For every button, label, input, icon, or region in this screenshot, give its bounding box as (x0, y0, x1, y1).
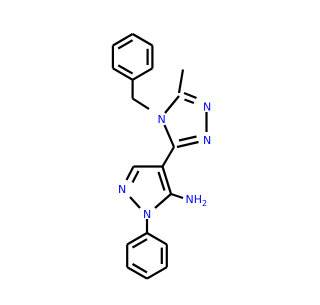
atom-label-pyrazole-n1: N (143, 208, 151, 221)
benzyl-phenyl-ring (111, 33, 154, 81)
atom-label-pyrazole-n2: N (118, 183, 126, 196)
benzyl-ch2-bond-bottom (132, 97, 150, 110)
n-phenyl-ring (126, 232, 168, 280)
methyl-bond (177, 69, 185, 94)
pyrazole-ring (125, 165, 173, 209)
triazole-ring (163, 91, 208, 149)
molecule-canvas: N N N N N NH2 (111, 33, 211, 280)
amine-bond (170, 192, 184, 200)
amine-subscript: 2 (202, 199, 207, 208)
amine-nh-text: NH (186, 193, 203, 206)
atom-label-triazole-n2: N (203, 134, 211, 147)
atom-label-triazole-n1: N (203, 101, 211, 114)
atom-label-amine: NH2 (186, 193, 208, 208)
structure-diagram: N N N N N NH2 (111, 33, 211, 280)
atom-label-triazole-n4: N (158, 113, 166, 126)
ring-link-bond (161, 146, 175, 168)
